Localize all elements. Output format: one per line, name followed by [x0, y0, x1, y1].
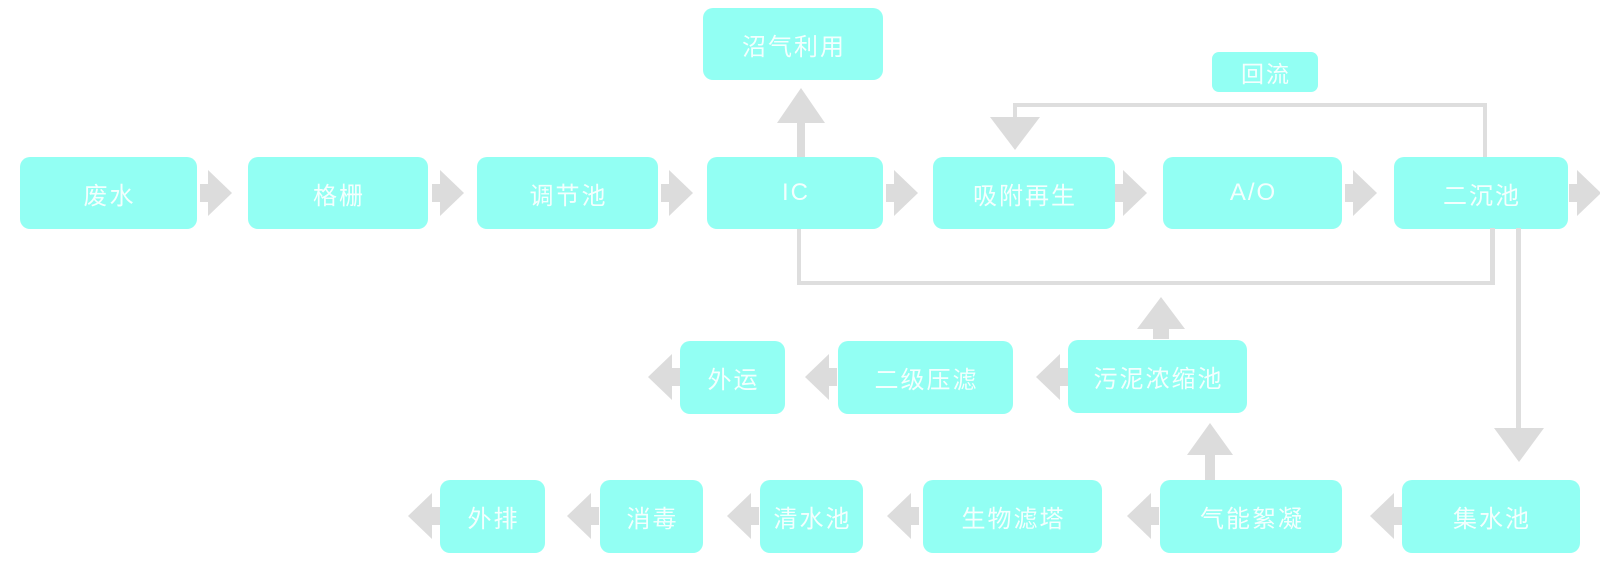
sludge-line-clarifier-drop	[1490, 228, 1495, 285]
node-clean-water-tank: 清水池	[760, 480, 863, 553]
flow-arrow-left-icon	[408, 493, 440, 539]
node-secondary-clarifier: 二沉池	[1394, 157, 1568, 229]
flow-arrowhead-down-icon	[1494, 428, 1544, 462]
node-bar-screen-label: 格栅	[313, 182, 365, 210]
node-biogas-utilization-label: 沼气利用	[742, 33, 846, 61]
node-outbound-transport: 外运	[680, 341, 785, 414]
node-bar-screen: 格栅	[248, 157, 428, 229]
flow-arrow-right-icon	[886, 170, 918, 216]
node-collection-tank-label: 集水池	[1453, 506, 1531, 533]
node-equalization-tank-label: 调节池	[529, 182, 608, 210]
node-wastewater-label: 废水	[83, 182, 136, 210]
node-collection-tank: 集水池	[1402, 480, 1580, 553]
node-secondary-clarifier-label: 二沉池	[1443, 182, 1521, 210]
flow-arrow-right-icon	[661, 170, 693, 216]
flow-arrow-left-icon	[887, 493, 919, 539]
flow-arrow-left-icon	[1370, 493, 1402, 539]
node-ao-process-label: A/O	[1229, 179, 1278, 206]
flow-arrow-left-icon	[567, 493, 599, 539]
flow-arrow-right-icon	[1115, 170, 1147, 216]
node-secondary-filter-press-label: 二级压滤	[874, 367, 979, 394]
node-biogas-utilization: 沼气利用	[703, 8, 883, 80]
flow-arrow-up-icon	[777, 88, 825, 157]
node-equalization-tank: 调节池	[477, 157, 658, 229]
node-sludge-thickening-tank: 污泥浓缩池	[1068, 340, 1247, 413]
node-discharge: 外排	[440, 480, 545, 553]
node-disinfection: 消毒	[600, 480, 703, 553]
flow-arrow-right-icon	[1569, 170, 1600, 216]
flow-arrow-up-icon	[1187, 423, 1233, 480]
flow-arrow-up-icon	[1137, 297, 1185, 339]
sludge-line-horizontal	[797, 281, 1495, 285]
flow-arrow-right-icon	[1345, 170, 1377, 216]
node-disinfection-label: 消毒	[626, 506, 679, 533]
node-ao-process: A/O	[1163, 157, 1342, 229]
node-bio-filter-tower: 生物滤塔	[923, 480, 1102, 553]
node-adsorption-regeneration: 吸附再生	[933, 157, 1115, 229]
node-bio-filter-tower-label: 生物滤塔	[961, 506, 1066, 533]
flow-arrow-right-icon	[432, 170, 464, 216]
node-ic-reactor: IC	[707, 157, 883, 229]
flow-arrow-left-icon	[805, 354, 837, 400]
node-adsorption-regeneration-label: 吸附再生	[973, 182, 1077, 210]
flow-arrow-left-icon	[648, 354, 680, 400]
node-secondary-filter-press: 二级压滤	[838, 341, 1013, 414]
node-ic-reactor-label: IC	[782, 179, 810, 206]
reflux-line-right-drop	[1483, 103, 1487, 157]
flow-arrowhead-down-icon	[990, 117, 1040, 150]
node-reflux-label-box: 回流	[1212, 52, 1318, 92]
sludge-line-ic-drop	[797, 229, 801, 285]
node-sludge-thickening-tank-label: 污泥浓缩池	[1093, 366, 1224, 393]
node-gas-flocculation-label: 气能絮凝	[1200, 506, 1304, 533]
clarifier-to-collection-line	[1516, 228, 1521, 430]
flow-arrow-left-icon	[1036, 354, 1068, 400]
flow-arrow-right-icon	[200, 170, 232, 216]
node-wastewater: 废水	[20, 157, 197, 229]
flow-arrow-left-icon	[727, 493, 759, 539]
reflux-line-horizontal	[1013, 103, 1487, 107]
node-discharge-label: 外排	[467, 506, 520, 533]
reflux-line-left-drop	[1013, 103, 1017, 118]
flow-arrow-left-icon	[1127, 493, 1159, 539]
node-clean-water-tank-label: 清水池	[773, 506, 852, 533]
node-outbound-transport-label: 外运	[707, 367, 760, 394]
node-gas-flocculation: 气能絮凝	[1160, 480, 1342, 553]
node-reflux-label: 回流	[1241, 61, 1291, 87]
